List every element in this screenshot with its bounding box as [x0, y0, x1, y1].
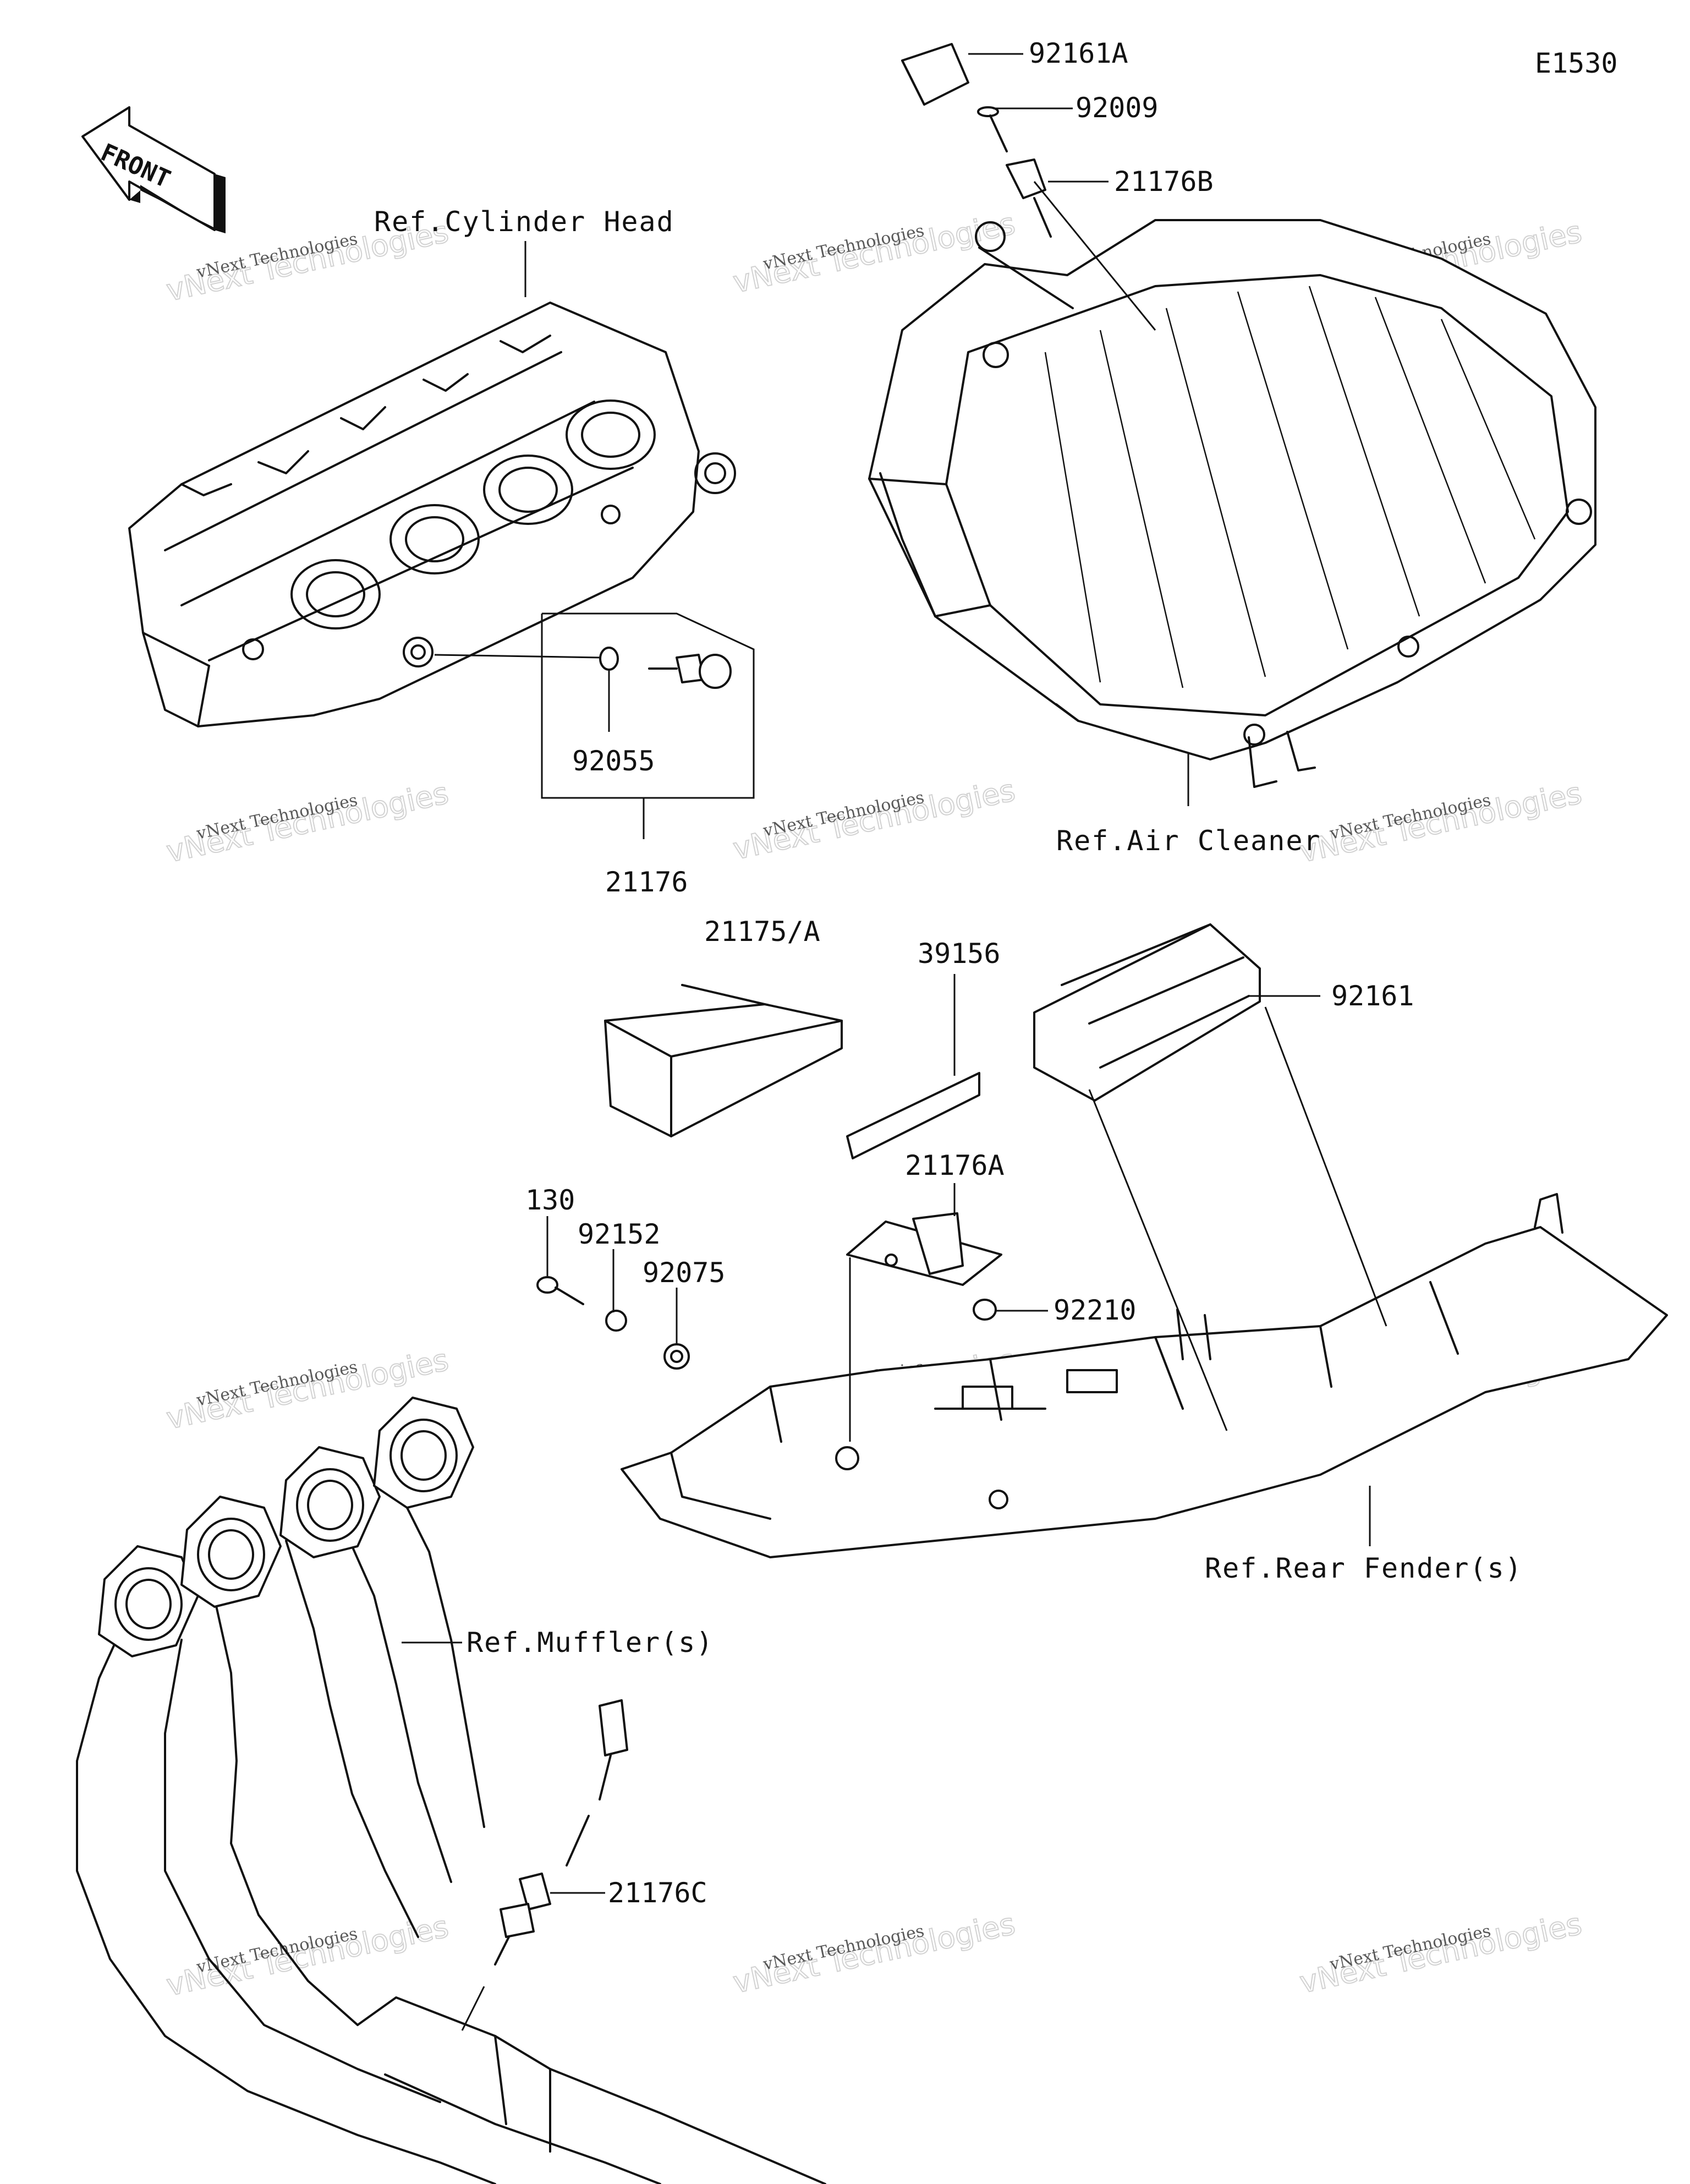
sensor-21176B [1006, 158, 1156, 331]
watermark: vNext Technologies vNext Technologies [163, 775, 452, 869]
label-92075: 92075 [643, 1257, 726, 1289]
label-92161: 92161 [1331, 980, 1414, 1012]
header-flange [98, 1545, 199, 1657]
sensor-21176 [648, 654, 732, 689]
watermark: vNext Technologies vNext Technologies [729, 772, 1019, 867]
intake-port [483, 455, 573, 525]
intake-port [290, 559, 381, 630]
sensor-21176A [846, 1183, 1002, 1286]
label-21175A: 21175/A [704, 916, 820, 948]
label-92161A: 92161A [1029, 37, 1128, 69]
ref-muffler: Ref.Muffler(s) [467, 1627, 714, 1658]
sensor-21176-group [434, 612, 755, 839]
label-21176C: 21176C [608, 1877, 707, 1909]
leader-lines [402, 53, 1387, 1894]
collar-92152 [605, 1310, 627, 1332]
watermark: vNext Technologies vNext Technologies [729, 1906, 1019, 2000]
rear-fender [621, 1193, 1668, 1558]
nut-92210 [973, 1299, 997, 1321]
diagram-code: E1530 [1535, 47, 1618, 79]
sensor-21176C [461, 1699, 628, 2031]
pad-39156 [846, 974, 980, 1159]
header-flange [279, 1446, 381, 1558]
air-cleaner [868, 219, 1596, 788]
intake-port [389, 504, 480, 574]
label-92055: 92055 [572, 745, 655, 777]
cylinder-head [128, 302, 736, 727]
ref-air-cleaner: Ref.Air Cleaner [1056, 825, 1321, 857]
label-92210: 92210 [1053, 1294, 1137, 1326]
screw-92009 [977, 106, 1008, 152]
watermark: vNext Technologies vNext Technologies [1296, 775, 1585, 869]
part-labels: 92161A 92009 21176B Ref.Cylinder Head 92… [374, 37, 1523, 1909]
label-39156: 39156 [918, 938, 1001, 970]
label-92152: 92152 [578, 1218, 661, 1250]
label-21176A: 21176A [905, 1150, 1005, 1181]
exhaust-headers [76, 1397, 826, 2184]
ecu-21175A [604, 984, 843, 1137]
label-130: 130 [525, 1184, 575, 1216]
gasket-92055 [599, 647, 619, 671]
damper-92161 [1033, 923, 1261, 1102]
bolt-130 [536, 1276, 584, 1305]
header-flange [180, 1496, 282, 1608]
damper-92161A [901, 43, 969, 106]
watermark: vNext Technologies vNext Technologies [1296, 1906, 1585, 2000]
label-21176: 21176 [605, 866, 688, 898]
label-92009: 92009 [1076, 92, 1159, 124]
ref-cylinder-head: Ref.Cylinder Head [374, 206, 674, 238]
grommet-92075 [663, 1343, 690, 1370]
front-arrow-icon: FRONT [81, 106, 226, 233]
label-21176B: 21176B [1114, 166, 1214, 198]
ref-rear-fender: Ref.Rear Fender(s) [1205, 1552, 1523, 1584]
intake-port [566, 399, 656, 470]
header-flange [373, 1397, 474, 1509]
